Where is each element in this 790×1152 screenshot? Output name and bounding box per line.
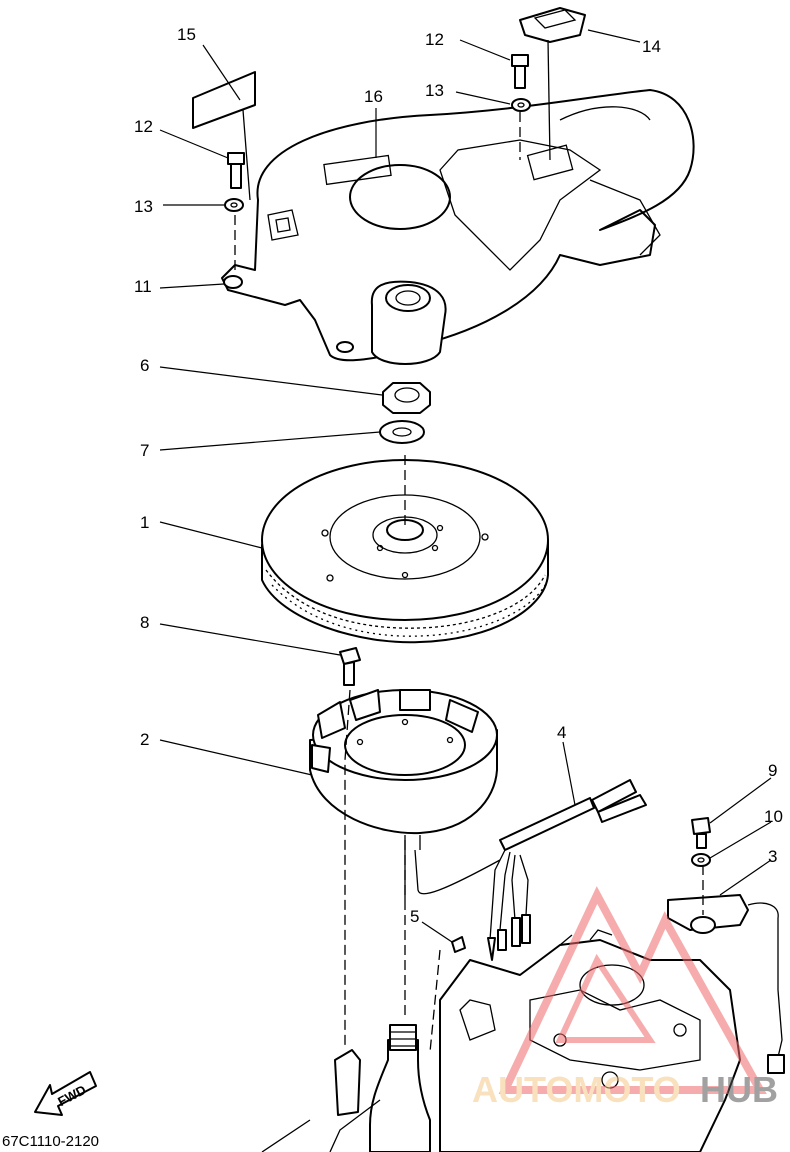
bolt-12-left bbox=[227, 152, 245, 189]
engine-block bbox=[261, 929, 741, 1152]
callout-8: 8 bbox=[140, 613, 149, 632]
bolt-9 bbox=[691, 817, 711, 849]
washer-7 bbox=[379, 420, 425, 444]
callouts: 15 12 13 11 16 12 13 14 6 7 1 8 2 4 9 10… bbox=[134, 25, 783, 926]
callout-13-right: 13 bbox=[425, 81, 444, 100]
diagram-code: 67C1110-2120 bbox=[2, 1133, 99, 1150]
lead-wire-4 bbox=[414, 779, 647, 961]
stator-2 bbox=[309, 689, 498, 900]
fwd-label: FWD bbox=[55, 1082, 88, 1109]
bolt-8 bbox=[339, 647, 361, 686]
cap-14 bbox=[519, 7, 586, 43]
pulser-coil-3 bbox=[667, 894, 785, 1074]
callout-12-right: 12 bbox=[425, 30, 444, 49]
bolt-12-right bbox=[511, 54, 529, 89]
nut-6 bbox=[382, 382, 431, 414]
sticker-15 bbox=[192, 71, 256, 129]
watermark-logo bbox=[498, 886, 767, 1094]
leader-lines bbox=[159, 29, 772, 943]
callout-9: 9 bbox=[768, 761, 777, 780]
washer-13-left bbox=[224, 198, 244, 212]
callout-11: 11 bbox=[134, 277, 152, 296]
callout-14: 14 bbox=[642, 37, 661, 56]
watermark-text-1: AUTOMOTO bbox=[472, 1069, 681, 1110]
watermark: AUTOMOTO HUB bbox=[472, 886, 778, 1110]
washer-13-right bbox=[511, 98, 531, 112]
callout-7: 7 bbox=[140, 441, 149, 460]
callout-16: 16 bbox=[364, 87, 383, 106]
callout-5: 5 bbox=[410, 907, 419, 926]
callout-15: 15 bbox=[177, 25, 196, 44]
callout-4: 4 bbox=[557, 723, 566, 742]
callout-12-left: 12 bbox=[134, 117, 153, 136]
callout-2: 2 bbox=[140, 730, 149, 749]
flywheel-1 bbox=[261, 459, 549, 644]
callout-13-left: 13 bbox=[134, 197, 153, 216]
callout-10: 10 bbox=[764, 807, 783, 826]
watermark-text-2: HUB bbox=[700, 1069, 778, 1110]
pin-5 bbox=[451, 936, 466, 953]
assembly-lines bbox=[234, 39, 704, 1053]
callout-6: 6 bbox=[140, 356, 149, 375]
flywheel-cover bbox=[221, 89, 695, 365]
callout-1: 1 bbox=[140, 513, 149, 532]
fwd-arrow: FWD bbox=[34, 1071, 97, 1116]
washer-10 bbox=[691, 853, 711, 867]
callout-3: 3 bbox=[768, 847, 777, 866]
